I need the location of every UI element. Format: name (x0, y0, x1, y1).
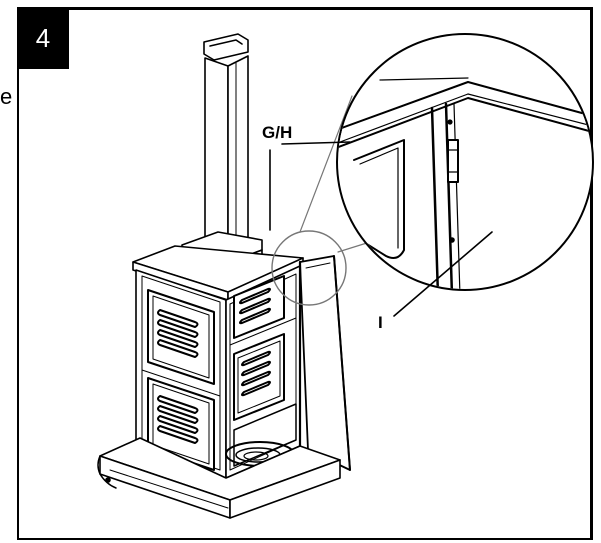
flue-collar-inner (209, 39, 243, 47)
louver-panel-middle-right (233, 333, 285, 421)
base-side-face (229, 459, 341, 519)
louver-slats-upper-left (157, 309, 199, 358)
left-face-frame (141, 275, 221, 471)
small-detail-circle (271, 230, 347, 306)
base-inner-line (109, 469, 229, 509)
magnified-contents (338, 77, 592, 289)
door-inner-edge (305, 262, 331, 269)
flue-pipe-front (204, 57, 229, 251)
gh-leader-horizontal (281, 141, 351, 145)
stove-top-plate (132, 245, 304, 301)
magnified-detail-circle (336, 33, 594, 291)
louver-panel-upper-left (147, 289, 215, 385)
louver-slats-upper-right (239, 287, 271, 325)
open-side-door (298, 255, 351, 471)
step-number: 4 (35, 22, 51, 53)
base-screw (105, 477, 111, 483)
figure-frame (17, 7, 593, 540)
step-number-badge: 4 (17, 7, 69, 69)
leader-lines (269, 141, 493, 317)
detail-callout (271, 33, 594, 306)
flue-pipe (203, 33, 249, 251)
right-face-divider (229, 317, 297, 346)
cropped-letter: e (0, 84, 13, 109)
stove-base (97, 437, 341, 519)
magnifier-connector-top (299, 95, 353, 233)
louver-panel-lower-left (147, 377, 215, 471)
flue-top-collar (203, 33, 249, 61)
left-face-divider (141, 369, 221, 397)
louver-slats-lower-left (157, 395, 199, 444)
louver-panel-upper-right (233, 275, 285, 339)
magnifier-connector-bottom (337, 241, 371, 253)
i-leader (393, 231, 493, 317)
callout-label-i: I (378, 313, 383, 332)
louver-slats-middle-right (241, 350, 271, 397)
callout-label-gh: G/H (262, 123, 293, 142)
base-left-curve (97, 455, 117, 489)
flue-pipe-side (227, 55, 249, 251)
